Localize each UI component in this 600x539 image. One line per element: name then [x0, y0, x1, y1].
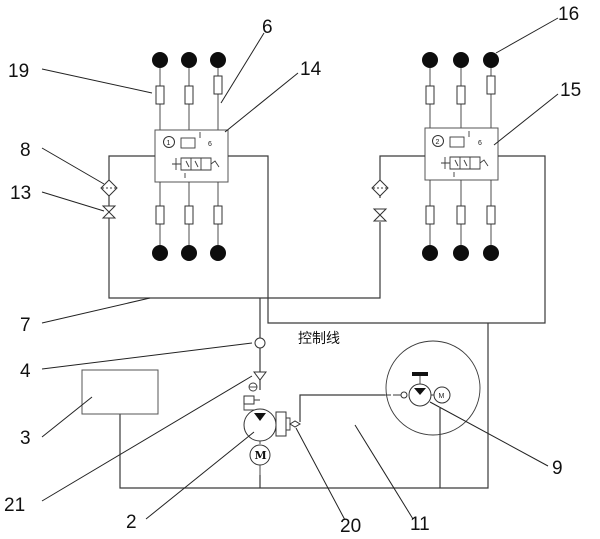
check-valve-4 — [254, 337, 266, 349]
leader-14 — [224, 72, 299, 133]
motor-unit-letter: M — [439, 393, 445, 400]
wheel-right-top-2 — [453, 52, 469, 68]
leader-16 — [495, 17, 559, 54]
sensor-right-top-3 — [486, 75, 496, 95]
leader-lines — [41, 17, 559, 521]
pipe-valve1-return — [228, 155, 546, 324]
motor-unit-m-circle — [433, 386, 451, 404]
right-filter — [371, 179, 389, 197]
wheel-left-top-2 — [181, 52, 197, 68]
wheel-left-top-3 — [210, 52, 226, 68]
motor-letter: M — [255, 449, 267, 462]
label-9: 9 — [552, 458, 563, 479]
pipe-right-supply — [379, 155, 425, 198]
valve-1-internal-symbol — [172, 132, 220, 178]
label-2: 2 — [126, 512, 137, 533]
leader-21 — [41, 375, 253, 502]
number-labels: 16 19 6 14 15 8 13 7 4 3 21 2 20 11 9 — [4, 4, 581, 537]
pipe-left-loop — [108, 155, 381, 299]
valve-1-number-ring — [163, 136, 175, 148]
pipe-control-line — [299, 394, 385, 422]
left-wheel-group: 1 6 — [152, 52, 229, 261]
sensor-left-bottom-2 — [184, 205, 194, 225]
valve-2-tag: 6 — [478, 140, 482, 147]
control-line-label: 控制线 — [298, 331, 340, 347]
leader-6 — [220, 32, 265, 104]
wheel-left-top-1 — [152, 52, 168, 68]
motor-unit-shaft — [400, 391, 408, 399]
left-filter — [100, 179, 118, 197]
label-16: 16 — [558, 4, 579, 25]
left-shutoff-valve — [101, 205, 117, 219]
pump-coupling-block — [275, 411, 287, 437]
sensor-left-top-2 — [184, 85, 194, 105]
label-11: 11 — [410, 514, 430, 535]
leader-13 — [41, 191, 105, 212]
motor-unit-bar — [412, 372, 428, 376]
label-19: 19 — [8, 61, 29, 82]
sensor-right-bottom-3 — [486, 205, 496, 225]
label-6: 6 — [262, 17, 273, 38]
relief-valve — [243, 395, 255, 405]
leader-3 — [41, 396, 93, 438]
leader-19 — [41, 68, 153, 94]
motor-housing-circle — [385, 340, 481, 436]
label-14: 14 — [300, 59, 322, 80]
sensor-left-top-1 — [155, 85, 165, 105]
sensor-right-top-1 — [425, 85, 435, 105]
valve-2-internal-symbol — [441, 131, 489, 177]
motor-unit: M — [385, 340, 481, 436]
valve-1-tag: 6 — [208, 141, 212, 148]
leader-9 — [429, 401, 549, 467]
leader-7 — [41, 297, 151, 324]
label-3: 3 — [20, 428, 31, 449]
sensor-right-bottom-1 — [425, 205, 435, 225]
label-15: 15 — [560, 80, 581, 101]
leader-4 — [41, 342, 253, 370]
leader-2 — [145, 431, 255, 520]
valve-2-number: 2 — [436, 139, 440, 146]
label-20: 20 — [340, 516, 361, 537]
main-piping — [108, 155, 546, 489]
wheel-right-top-3 — [483, 52, 499, 68]
wheel-right-bottom-2 — [453, 245, 469, 261]
wheel-right-bottom-3 — [483, 245, 499, 261]
label-8: 8 — [20, 140, 31, 161]
pump-assembly: M — [243, 382, 301, 475]
right-shutoff-valve — [372, 208, 388, 222]
controller-box — [81, 369, 159, 415]
label-13: 13 — [10, 183, 31, 204]
sensor-right-top-2 — [456, 85, 466, 105]
leader-20 — [295, 427, 346, 521]
wheel-right-top-1 — [422, 52, 438, 68]
sensor-left-bottom-1 — [155, 205, 165, 225]
valve-2-number-ring — [432, 135, 444, 147]
pipe-bottom-return — [119, 323, 489, 489]
wheel-right-bottom-1 — [422, 245, 438, 261]
connector-20 — [289, 420, 301, 428]
sensor-right-bottom-2 — [456, 205, 466, 225]
filter-21 — [253, 371, 267, 381]
leader-11 — [354, 424, 414, 520]
leader-15 — [493, 93, 559, 146]
label-21: 21 — [4, 495, 25, 516]
right-wheel-group: 2 6 — [422, 52, 499, 261]
label-4: 4 — [20, 361, 31, 382]
wheel-left-bottom-2 — [181, 245, 197, 261]
wheel-left-bottom-3 — [210, 245, 226, 261]
leader-8 — [41, 147, 105, 185]
wheel-left-bottom-1 — [152, 245, 168, 261]
sensor-left-bottom-3 — [213, 205, 223, 225]
label-7: 7 — [20, 315, 31, 336]
valve-1-number: 1 — [167, 140, 171, 147]
sensor-left-top-3 — [213, 75, 223, 95]
